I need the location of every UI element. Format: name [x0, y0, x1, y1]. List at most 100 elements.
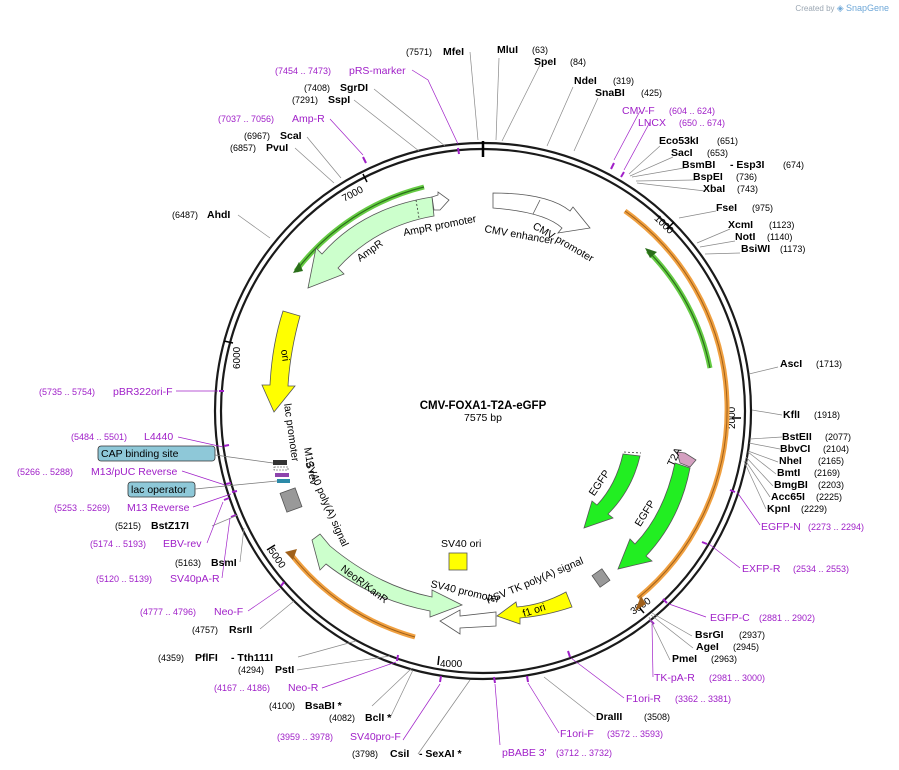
lac-operator-mark [277, 479, 290, 483]
leader-xcmi [696, 228, 731, 244]
leader-m13-puc-reverse [181, 470, 226, 486]
enzyme-name-pflfi: PflFI [195, 652, 218, 664]
leader-draiii [543, 676, 596, 718]
primer-tick-l4440 [223, 444, 230, 447]
tick-2000: 2000 [727, 406, 738, 429]
leader-kpni [743, 460, 767, 510]
leader-spei [501, 64, 541, 142]
enzyme-name-fsei: FseI [716, 202, 737, 214]
ampr-dashed-divider [415, 199, 420, 219]
primer-tick-ebv-rev [223, 497, 230, 501]
enzyme-name-bbvci: BbvCI [780, 443, 810, 455]
enzyme-name-csii: CsiI [390, 748, 409, 760]
egfp-1-dashed-edge [623, 451, 642, 454]
enzyme-pos-asci: (1713) [816, 359, 842, 369]
ampr-arrow [307, 196, 435, 289]
leader-sv40pa-r [221, 517, 231, 579]
leader-agei [650, 614, 694, 649]
leader-xbai [636, 182, 706, 192]
leader-cmv-f [613, 110, 641, 161]
enzyme-name-draiii: DraIII [596, 711, 622, 723]
leader-f1ori-f [527, 682, 560, 734]
primer-name-exfp-r: EXFP-R [742, 563, 781, 575]
leader-egfp-c [668, 603, 707, 618]
primer-name-egfp-c: EGFP-C [710, 612, 750, 624]
enzyme-name-acc65i: Acc65I [771, 491, 805, 503]
leader-f1ori-r [570, 657, 625, 699]
enzyme-pos-mlui: (63) [532, 45, 548, 55]
enzyme-name-bcli: BclI * [365, 712, 392, 724]
enzyme-name-xcmi: XcmI [728, 219, 753, 231]
primer-tick-cmv-f [610, 162, 615, 170]
leader-kfli [751, 409, 783, 416]
primer-name-pbabe: pBABE 3' [502, 747, 547, 759]
sv40-promoter-arrow [439, 609, 497, 635]
primer-name-sv40pa-r: SV40pA-R [170, 573, 220, 585]
enzyme-name-pvui: PvuI [266, 142, 288, 154]
leader-prs-marker [411, 69, 459, 145]
primer-tick-exfp-r [701, 541, 708, 545]
leader-bsrgi [651, 612, 693, 637]
enzyme-name-eco53ki: Eco53kI [659, 135, 699, 147]
enzyme-name-noti: NotI [735, 231, 755, 243]
leader-psti [296, 655, 391, 671]
primer-range-egfp-n: (2273 .. 2294) [808, 522, 864, 532]
leader-l4440 [177, 436, 224, 448]
primer-range-f1ori-f: (3572 .. 3593) [607, 729, 663, 739]
enzyme-name-bmti: BmtI [777, 467, 800, 479]
leader-asci [748, 366, 779, 375]
enzyme-name-agei: AgeI [696, 641, 719, 653]
leader-bsiwi [704, 252, 741, 255]
primer-range-m13-puc-reverse: (5266 .. 5288) [17, 467, 73, 477]
enzyme-pos-bmgbi: (2203) [818, 480, 844, 490]
enzyme-name-esp3i: - Esp3I [730, 159, 765, 171]
primer-range-sv40pa-r: (5120 .. 5139) [96, 574, 152, 584]
leader-nhei [747, 450, 779, 463]
t2a-arrow [676, 451, 697, 468]
primer-range-cmv-f: (604 .. 624) [669, 106, 715, 116]
enzyme-name-bspei: BspEI [693, 171, 723, 183]
primer-range-neo-f: (4777 .. 4796) [140, 607, 196, 617]
egfp-arrow-2 [617, 462, 691, 570]
enzyme-pos-rsrii: (4757) [192, 625, 218, 635]
primer-range-pbabe: (3712 .. 3732) [556, 748, 612, 758]
primer-tick-m13-puc-reverse [225, 482, 232, 485]
leader-scai [306, 136, 342, 179]
primer-name-m13-puc-reverse: M13/pUC Reverse [91, 466, 178, 478]
primer-tick-neo-r [396, 654, 399, 662]
enzyme-name-mfei: MfeI [443, 46, 464, 58]
enzyme-name-kfli: KflI [783, 409, 800, 421]
plasmid-name: CMV-FOXA1-T2A-eGFP [420, 400, 547, 412]
leader-acc65i [744, 459, 771, 498]
leader-pmei [648, 616, 671, 661]
primer-range-lncx: (650 .. 674) [679, 118, 725, 128]
leader-bcli [389, 669, 414, 719]
primer-name-m13-reverse: M13 Reverse [127, 502, 190, 514]
enzyme-pos-pflfi: (4359) [158, 653, 184, 663]
primer-tick-amp-r [362, 156, 367, 164]
enzyme-name-saci: SacI [671, 147, 693, 159]
leader-noti [699, 240, 736, 248]
leader-exfp-r [708, 543, 741, 569]
enzyme-pos-bcli: (4082) [329, 713, 355, 723]
leader-mfei [469, 51, 479, 141]
primer-name-sv40pro-f: SV40pro-F [350, 731, 401, 743]
enzyme-name-sexai: - SexAI * [419, 748, 463, 760]
primer-name-cmv-f: CMV-F [622, 105, 655, 117]
ori-label: ori [278, 349, 292, 362]
tick-mark-1000 [666, 221, 675, 230]
foxa1-band-arrowhead [635, 596, 646, 611]
leader-mlui [495, 57, 500, 141]
enzyme-name-sgrdi: SgrDI [340, 82, 368, 94]
leader-sgrdi [373, 88, 446, 147]
enzyme-name-bsteii: BstEII [782, 431, 812, 443]
f1-ori-label: f1 ori [521, 601, 547, 620]
leader-snabi [573, 97, 599, 152]
enzyme-pos-sgrdi: (7408) [304, 83, 330, 93]
ampr-promoter-arrow [431, 191, 450, 211]
green-band-orf-arrowhead [645, 248, 657, 258]
leader-ebv-rev [206, 501, 224, 544]
primer-name-lncx: LNCX [638, 117, 666, 129]
enzyme-name-bsabi: BsaBI * [305, 700, 343, 712]
